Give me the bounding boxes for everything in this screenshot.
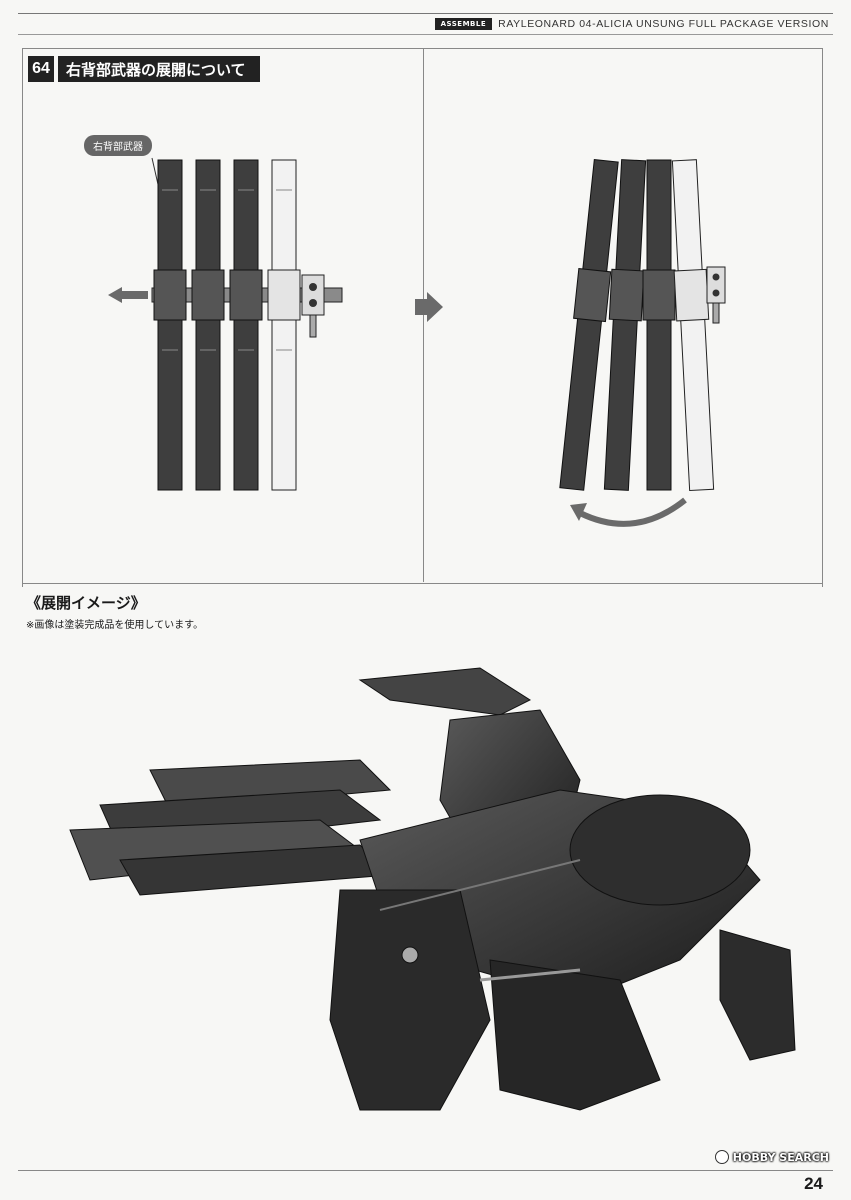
page-header: ASSEMBLE RAYLEONARD 04-ALICIA UNSUNG FUL… <box>434 17 829 31</box>
folded-weapon-diagram <box>108 157 343 491</box>
barrel-3 <box>229 159 263 491</box>
deployed-weapon-diagram <box>559 158 726 527</box>
watermark-text: HOBBY SEARCH <box>732 1150 829 1164</box>
panel-divider-horizontal <box>22 583 822 584</box>
splayed-barrel-1 <box>559 158 619 491</box>
splayed-barrel-4-light <box>671 159 715 492</box>
splayed-barrel-2 <box>603 159 647 491</box>
header-bottom-rule <box>18 34 833 35</box>
splayed-barrel-3 <box>642 159 676 491</box>
hobby-search-logo-icon <box>714 1150 729 1164</box>
arrow-left-icon <box>108 287 148 303</box>
page-number: 24 <box>804 1174 823 1193</box>
barrel-4-light <box>267 159 301 491</box>
hobby-search-watermark: HOBBY SEARCH <box>714 1150 829 1164</box>
barrel-2 <box>191 159 225 491</box>
section-note: ※画像は塗装完成品を使用しています。 <box>26 620 204 631</box>
step-header: 64 右背部武器の展開について <box>28 56 260 82</box>
section-title: 《展開イメージ》 <box>26 594 146 612</box>
assemble-badge: ASSEMBLE <box>434 18 493 30</box>
deployed-model-photo <box>69 667 796 1111</box>
footer-rule <box>18 1170 833 1171</box>
arrow-curve-icon <box>570 497 687 527</box>
product-title: RAYLEONARD 04-ALICIA UNSUNG FULL PACKAGE… <box>498 18 829 30</box>
barrel-1 <box>153 159 187 491</box>
step-number: 64 <box>28 56 54 82</box>
instruction-frame <box>22 48 823 587</box>
header-top-rule <box>18 13 833 14</box>
step-title: 右背部武器の展開について <box>58 56 260 82</box>
splayed-mount-joint <box>706 266 726 324</box>
arrow-right-icon <box>415 292 443 322</box>
part-callout-label: 右背部武器 <box>84 135 152 156</box>
mount-joint <box>301 274 325 338</box>
